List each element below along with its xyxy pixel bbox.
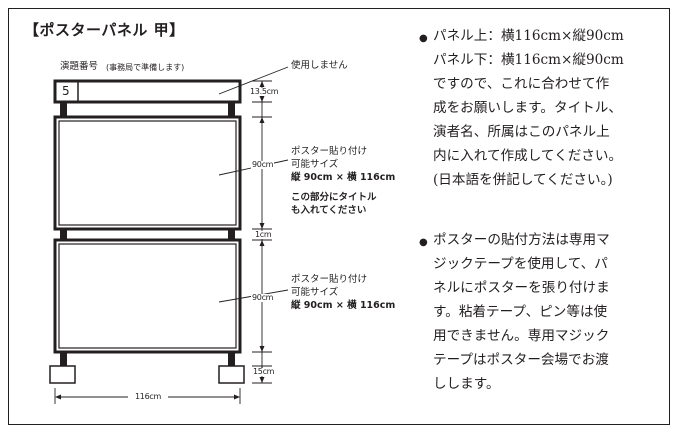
note-line: しします。 xyxy=(433,376,500,392)
feet xyxy=(49,365,245,384)
dim-strip-height: 13.5cm xyxy=(249,87,280,96)
bullet-icon: ● xyxy=(419,237,428,248)
lower-panel xyxy=(53,238,242,354)
note-line: ネルにポスターを張り付けま xyxy=(433,280,610,296)
upper-panel-line-3: 縦 90cm × 横 116cm xyxy=(291,172,396,183)
support-posts xyxy=(60,102,235,366)
note-line: 成をお願いします。タイトル、 xyxy=(433,100,622,116)
note-line: 演者名、所属はこのパネル上 xyxy=(433,124,610,140)
upper-panel-line-2: 可能サイズ xyxy=(291,159,339,170)
number-note: (事務局で準備します) xyxy=(106,63,185,72)
bullet-icon: ● xyxy=(419,33,428,44)
lower-panel-line-2: 可能サイズ xyxy=(291,287,339,298)
note-line: ジックテープを使用して、パ xyxy=(433,256,608,272)
dim-gap: 1cm xyxy=(254,230,273,239)
note-line: テープはポスター会場でお渡 xyxy=(433,352,609,368)
upper-panel xyxy=(53,115,242,231)
dim-width: 116cm xyxy=(135,392,161,401)
dim-lower-height: 90cm xyxy=(251,293,275,302)
lower-panel-inner xyxy=(58,243,237,349)
note-line: 内に入れて作成してください。 xyxy=(433,148,623,164)
upper-panel-inner xyxy=(58,120,237,226)
top-strip-label: 使用しません xyxy=(291,60,348,71)
note-line: す。粘着テープ、ピン等は使 xyxy=(433,304,608,320)
dim-upper-height: 90cm xyxy=(251,160,275,169)
number-value: 5 xyxy=(62,84,70,98)
upper-panel-line-4: この部分にタイトル xyxy=(291,192,377,203)
top-strip xyxy=(53,79,242,104)
note-line: ですので、これに合わせて作 xyxy=(433,76,610,92)
page-title: 【ポスターパネル 甲】 xyxy=(24,21,185,39)
lower-panel-line-1: ポスター貼り付け xyxy=(291,274,368,285)
upper-panel-line-5: も入れてください xyxy=(291,205,367,216)
note-line: 用できません。専用マジック xyxy=(433,328,610,344)
upper-panel-line-1: ポスター貼り付け xyxy=(291,146,368,157)
note-line: (日本語を併記してください。) xyxy=(433,172,613,188)
note-line: パネル上：横116cm×縦90cm xyxy=(433,28,624,44)
dim-foot-height: 15cm xyxy=(252,367,276,376)
number-label: 演題番号 xyxy=(60,61,99,72)
page-frame xyxy=(8,8,670,425)
note-line: ポスターの貼付方法は専用マ xyxy=(433,232,610,248)
note-line: パネル下：横116cm×縦90cm xyxy=(433,52,624,68)
lower-panel-line-3: 縦 90cm × 横 116cm xyxy=(291,300,396,311)
